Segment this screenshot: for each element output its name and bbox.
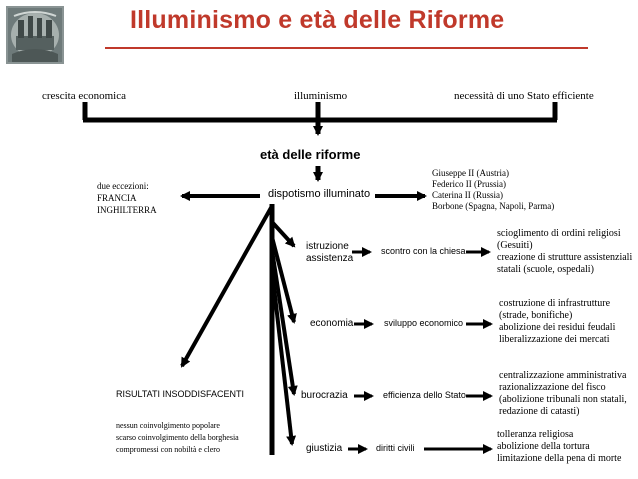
area-giustizia: giustizia [306,443,343,454]
results-item: compromessi con nobiltà e clero [116,445,220,454]
detail-line: limitazione della pena di morte [497,453,622,464]
detail-line: abolizione dei residui feudali [499,322,616,333]
exceptions-line: FRANCIA [97,193,137,203]
classical-relief-icon [6,6,64,64]
detail-line: (abolizione tribunali non statali, [499,394,627,405]
effect-efficienza-stato: efficienza dello Stato [383,390,466,400]
detail-line: razionalizzazione del fisco [499,382,606,393]
area-burocrazia: burocrazia [301,390,348,401]
details-row-4: tolleranza religiosa abolizione della to… [497,429,621,465]
results-label: RISULTATI INSODDISFACENTI [116,389,245,399]
ruler-line: Giuseppe II (Austria) [432,168,509,178]
details-row-2: costruzione di infrastrutture (strade, b… [499,298,615,346]
ruler-line: Borbone (Spagna, Napoli, Parma) [432,201,555,211]
area-line: istruzione [306,241,349,252]
detail-line: (Gesuiti) [497,240,533,251]
detail-line: statali (scuole, ospedali) [497,264,594,275]
area-economia: economia [310,318,354,329]
label-crescita-economica: crescita economica [42,90,126,102]
label-illuminismo: illuminismo [294,90,348,102]
results-list: nessun coinvolgimento popolare scarso co… [116,420,239,456]
exceptions-line: INGHILTERRA [97,205,157,215]
detail-line: abolizione della tortura [497,441,590,452]
branch-row-3 [270,249,298,396]
rulers-block: Giuseppe II (Austria) Federico II (Pruss… [432,168,554,212]
effect-scontro-chiesa: scontro con la chiesa [381,246,466,256]
detail-line: scioglimento di ordini religiosi [497,228,621,239]
exceptions-block: due eccezioni: FRANCIA INGHILTERRA [97,180,157,216]
detail-line: centralizzazione amministrativa [499,370,627,381]
area-line: assistenza [306,253,354,264]
detail-line: tolleranza religiosa [497,429,574,440]
area-istruzione-assistenza: istruzione assistenza [306,241,353,265]
page-title: Illuminismo e età delle Riforme [130,6,505,34]
branch-row-2 [270,236,297,324]
results-item: nessun coinvolgimento popolare [116,421,220,430]
label-stato-efficiente: necessità di uno Stato efficiente [454,90,594,102]
results-item: scarso coinvolgimento della borghesia [116,433,239,442]
node-eta-delle-riforme: età delle riforme [260,147,361,162]
detail-line: (strade, bonifiche) [499,310,573,321]
detail-line: liberalizzazione dei mercati [499,334,610,345]
branch-row-1 [270,220,296,248]
effect-sviluppo-economico: sviluppo economico [384,318,464,328]
branch-row-4 [270,269,297,446]
details-row-1: scioglimento di ordini religiosi (Gesuit… [497,228,632,276]
effect-diritti-civili: diritti civili [376,443,415,453]
arrow-to-results [180,205,274,368]
exceptions-line: due eccezioni: [97,181,149,191]
ruler-line: Federico II (Prussia) [432,179,506,189]
ruler-line: Caterina II (Russia) [432,190,503,200]
detail-line: redazione di catasti) [499,406,580,417]
detail-line: costruzione di infrastrutture [499,298,611,309]
details-row-3: centralizzazione amministrativa razional… [499,370,627,418]
detail-line: creazione di strutture assistenziali [497,252,633,263]
node-dispotismo-illuminato: dispotismo illuminato [268,188,371,200]
